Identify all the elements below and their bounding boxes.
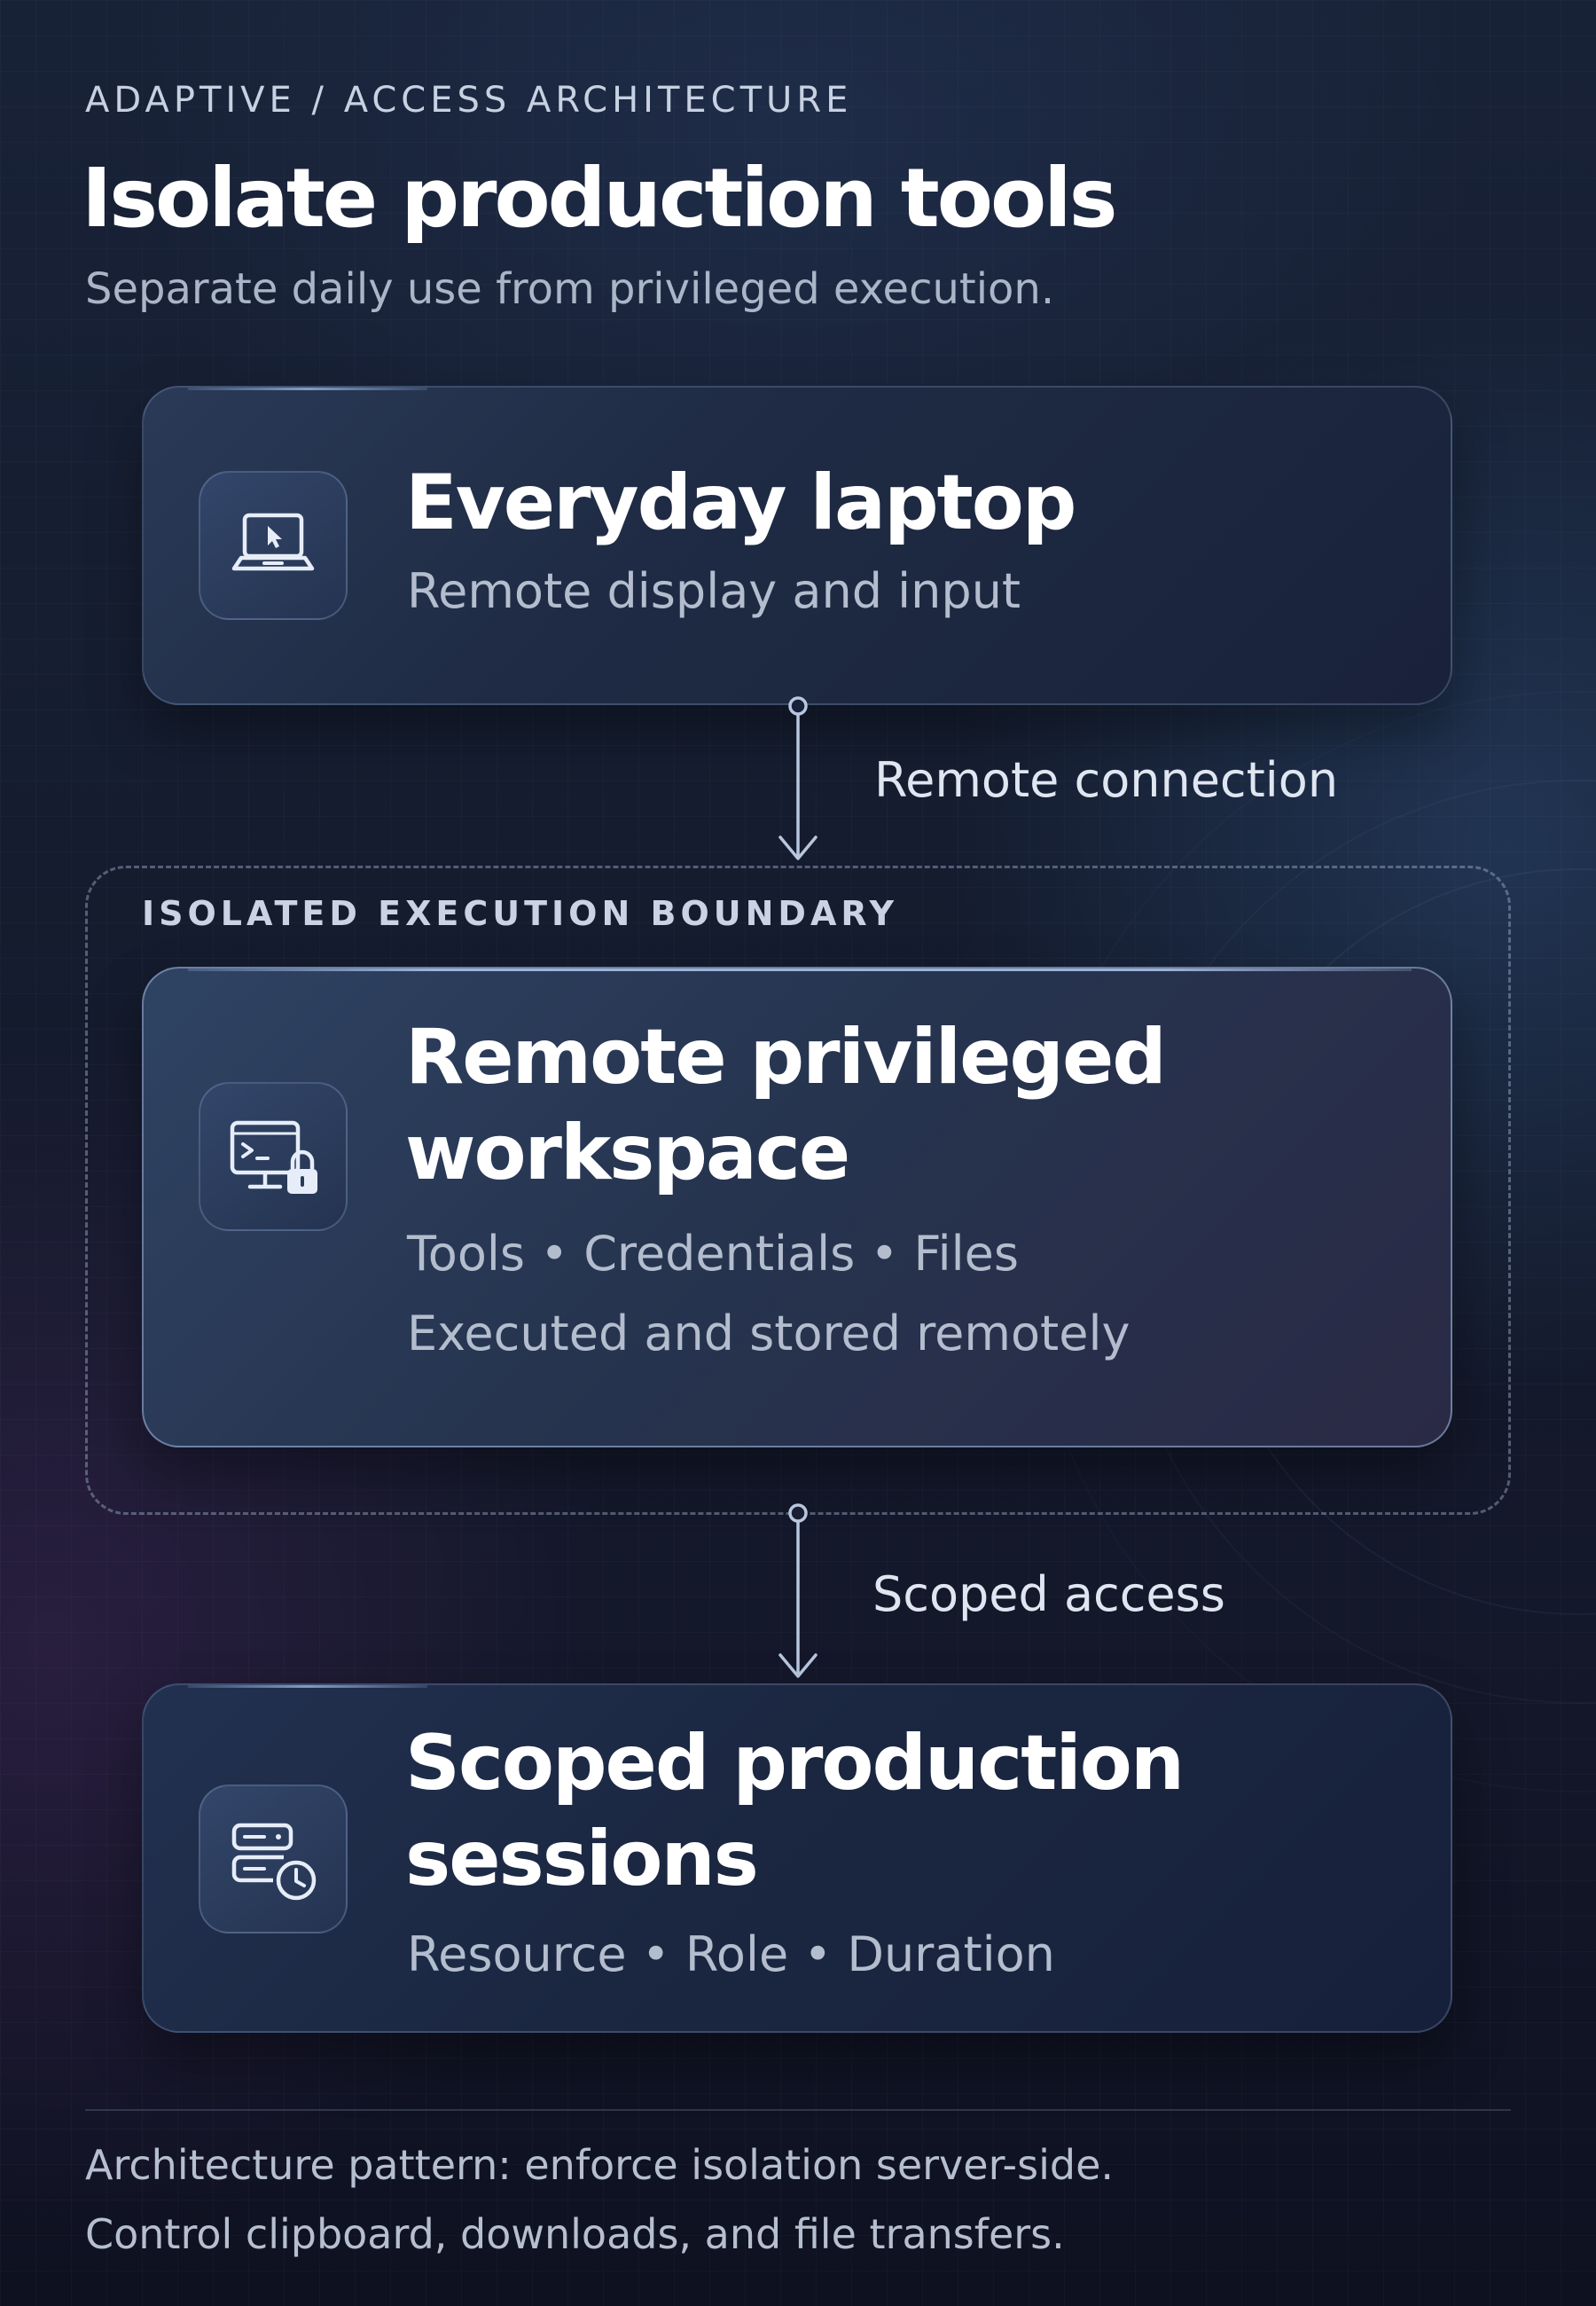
card-title: Everyday laptop bbox=[405, 459, 1076, 547]
card-detail-items: Tools • Credentials • Files bbox=[407, 1226, 1019, 1282]
card-description: Remote display and input bbox=[407, 563, 1021, 619]
page-title: Isolate production tools bbox=[82, 151, 1117, 246]
connector-label: Scoped access bbox=[872, 1566, 1225, 1622]
footer-divider bbox=[85, 2109, 1511, 2111]
connector-scoped-access bbox=[778, 1503, 818, 1678]
footer-note: Architecture pattern: enforce isolation … bbox=[85, 2141, 1115, 2189]
eyebrow-label: ADAPTIVE / ACCESS ARCHITECTURE bbox=[85, 80, 853, 121]
laptop-icon bbox=[231, 513, 315, 571]
card-description: Executed and stored remotely bbox=[407, 1306, 1130, 1361]
card-title: Scoped production sessions bbox=[405, 1719, 1185, 1903]
boundary-label: ISOLATED EXECUTION BOUNDARY bbox=[142, 894, 899, 933]
card-title: Remote privileged workspace bbox=[405, 1013, 1167, 1197]
icon-tile bbox=[199, 471, 348, 620]
server-clock-icon bbox=[231, 1823, 317, 1901]
card-remote-privileged-workspace: Remote privileged workspace Tools • Cred… bbox=[142, 967, 1452, 1447]
page-subtitle: Separate daily use from privileged execu… bbox=[85, 264, 1055, 314]
card-top-accent bbox=[188, 388, 427, 390]
icon-tile bbox=[199, 1082, 348, 1231]
card-top-accent bbox=[188, 969, 1412, 971]
locked-terminal-icon bbox=[230, 1120, 317, 1194]
card-everyday-laptop: Everyday laptop Remote display and input bbox=[142, 386, 1452, 705]
card-top-accent bbox=[188, 1685, 427, 1688]
card-scoped-production-sessions: Scoped production sessions Resource • Ro… bbox=[142, 1683, 1452, 2033]
card-detail-items: Resource • Role • Duration bbox=[407, 1926, 1055, 1982]
footer-note: Control clipboard, downloads, and file t… bbox=[85, 2210, 1065, 2258]
icon-tile bbox=[199, 1784, 348, 1933]
connector-label: Remote connection bbox=[874, 752, 1339, 808]
connector-remote-connection bbox=[778, 696, 818, 860]
